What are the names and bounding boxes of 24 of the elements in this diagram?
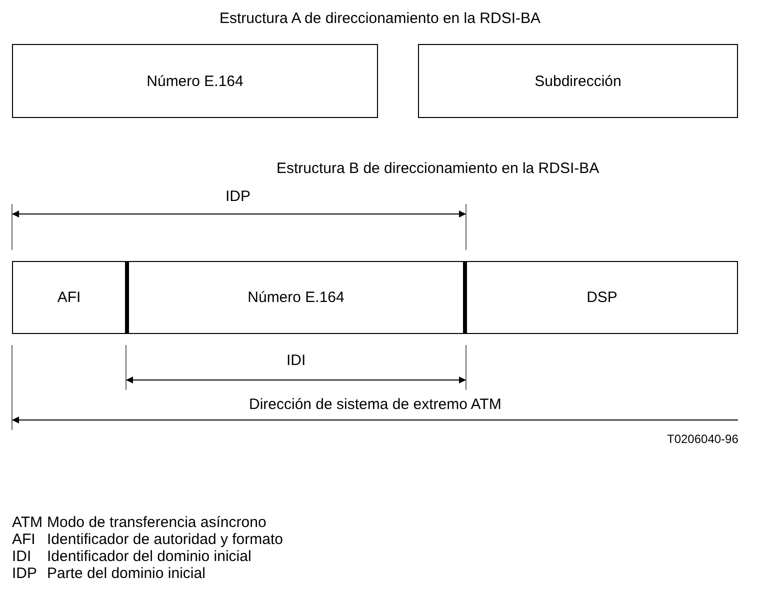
field-name: DSP — [586, 289, 618, 306]
abbreviation: IDI — [12, 548, 32, 565]
dimension-label: Dirección de sistema de extremo ATM — [249, 396, 502, 413]
dimension-label: IDI — [286, 352, 306, 369]
dimension-label: IDP — [226, 188, 251, 205]
structure-title: Estructura A de direccionamiento en la RDSI-BA — [220, 10, 540, 27]
field-box — [12, 44, 378, 118]
field-box — [12, 261, 126, 334]
structure-title: Estructura B de direccionamiento en la RDSI-BA — [276, 160, 600, 177]
figure-number: T0206040-96 — [667, 432, 738, 446]
definition: Identificador del dominio inicial — [47, 548, 252, 565]
definition: Parte del dominio inicial — [47, 565, 206, 582]
field-box — [126, 261, 466, 334]
field-name: Número E.164 — [146, 72, 244, 90]
field-name: Subdirección — [534, 72, 622, 90]
field-box — [418, 44, 738, 118]
abbreviation: AFI — [12, 531, 36, 548]
field-box — [466, 261, 738, 334]
abbreviation: IDP — [12, 565, 38, 582]
definition: Identificador de autoridad y formato — [47, 531, 283, 548]
abbreviation: ATM — [12, 514, 43, 531]
definition: Modo de transferencia asíncrono — [47, 514, 266, 531]
field-name: Número E.164 — [248, 289, 344, 306]
field-name: AFI — [57, 289, 81, 306]
